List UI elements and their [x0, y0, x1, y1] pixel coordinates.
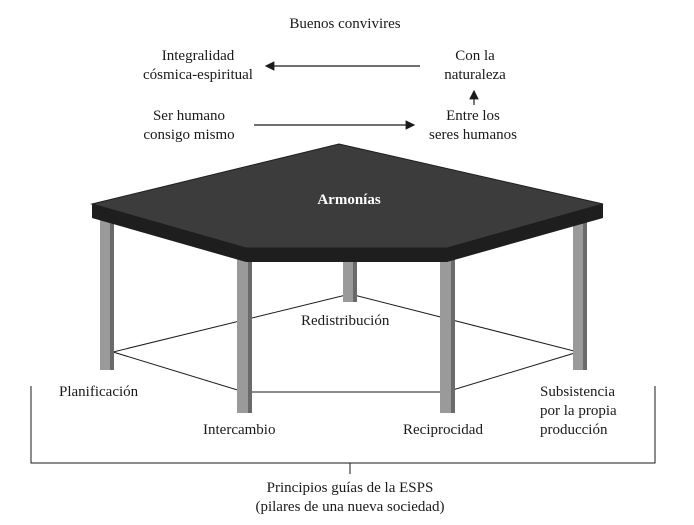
- floor-outline: [111, 293, 580, 393]
- subsistencia-label: Subsistencia por la propia producción: [540, 384, 617, 438]
- planificacion-label: Planificación: [59, 384, 139, 400]
- ser-humano-label: Ser humano consigo mismo: [143, 108, 235, 143]
- esps-caption: Principios guías de la ESPS (pilares de …: [255, 480, 445, 515]
- tabletop: Armonías: [90, 143, 604, 262]
- leg-right: [573, 212, 587, 370]
- pillars-bracket: [30, 386, 656, 464]
- tabletop-label: Armonías: [317, 192, 380, 208]
- redistribucion-label: Redistribución: [301, 313, 390, 329]
- leg-front-right: [440, 255, 455, 413]
- intercambio-label: Intercambio: [203, 422, 276, 438]
- leg-left: [100, 212, 114, 370]
- entre-seres-label: Entre los seres humanos: [429, 108, 517, 143]
- integralidad-label: Integralidad cósmica-espiritual: [143, 48, 253, 83]
- buenos-convivires-title: Buenos convivires: [289, 16, 401, 32]
- leg-front-left: [237, 255, 252, 413]
- reciprocidad-label: Reciprocidad: [403, 422, 483, 438]
- naturaleza-label: Con la naturaleza: [444, 48, 506, 83]
